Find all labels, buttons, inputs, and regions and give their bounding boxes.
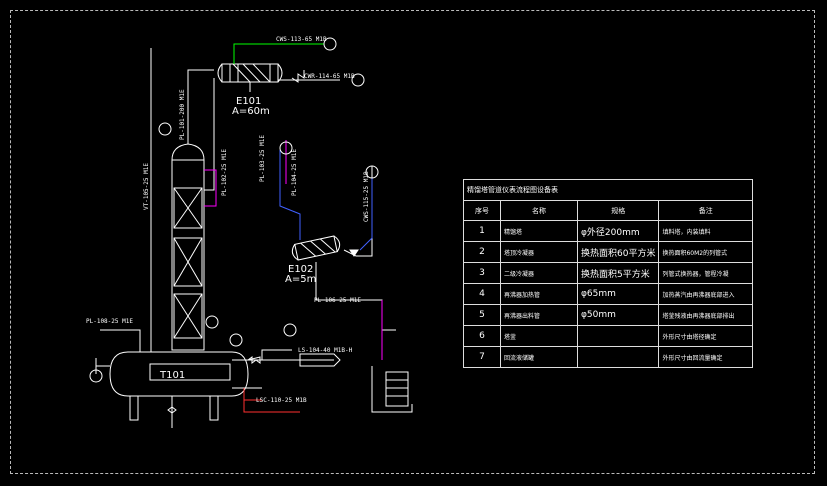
drawing-frame <box>10 10 815 474</box>
table-header-row: 序号 名称 规格 备注 <box>463 200 753 221</box>
row-spec: φ65mm <box>576 283 660 305</box>
line-cws-113: CWS-113-65 M1B <box>276 36 327 43</box>
condenser-e101[interactable] <box>217 63 283 83</box>
line-cws-115: CWS-115-25 M1B <box>363 171 370 222</box>
line-ls-104: LS-104-40 M1B-H <box>298 347 353 354</box>
row-name: 再沸器出料管 <box>500 304 578 326</box>
row-spec: 换热面积5平方米 <box>576 262 660 284</box>
table-row: 7 回流液储罐 外形尺寸由回流量确定 <box>463 346 753 368</box>
row-name: 精馏塔 <box>500 220 578 242</box>
row-name: 二级冷凝器 <box>500 262 578 284</box>
table-title: 精馏塔管道仪表流程图设备表 <box>463 179 753 201</box>
row-note: 换热面积60M2的列管式 <box>658 241 753 263</box>
line-pl-104: PL-104-25 M1E <box>291 149 298 196</box>
row-note: 填料塔，内装填料 <box>658 220 753 242</box>
row-no: 7 <box>463 346 501 368</box>
row-no: 2 <box>463 241 501 263</box>
line-pl-103: PL-103-25 M1E <box>259 135 266 182</box>
row-note: 外形尺寸由塔径确定 <box>658 325 753 347</box>
row-name: 塔釜 <box>500 325 578 347</box>
table-row: 1 精馏塔 φ外径200mm 填料塔，内装填料 <box>463 220 753 242</box>
row-spec: 换热面积60平方米 <box>576 241 660 263</box>
row-spec <box>576 346 660 368</box>
line-pl-108: PL-108-25 M1E <box>86 318 133 325</box>
line-lsc-110: LSC-110-25 M1B <box>256 397 307 404</box>
row-note: 加热蒸汽由再沸器底部进入 <box>658 283 753 305</box>
equipment-table: 精馏塔管道仪表流程图设备表 序号 名称 规格 备注 1 精馏塔 φ外径200mm… <box>463 179 753 368</box>
row-name: 再沸器加热管 <box>500 283 578 305</box>
row-spec: φ50mm <box>576 304 660 326</box>
header-spec: 规格 <box>576 200 660 221</box>
row-note: 塔釜残液由再沸器底部排出 <box>658 304 753 326</box>
line-pl-102: PL-102-25 M1E <box>221 149 228 196</box>
table-row: 4 再沸器加热管 φ65mm 加热蒸汽由再沸器底部进入 <box>463 283 753 305</box>
table-row: 3 二级冷凝器 换热面积5平方米 列管式换热器，管程冷凝 <box>463 262 753 284</box>
table-row: 6 塔釜 外形尺寸由塔径确定 <box>463 325 753 347</box>
row-no: 5 <box>463 304 501 326</box>
line-pl-106: PL-106-25 M1E <box>314 297 361 304</box>
row-no: 3 <box>463 262 501 284</box>
row-no: 4 <box>463 283 501 305</box>
line-vt-105: VT-105-25 M1E <box>143 163 150 210</box>
reboiler-vessel[interactable] <box>95 351 262 421</box>
row-spec: φ外径200mm <box>576 220 660 242</box>
row-note: 列管式换热器，管程冷凝 <box>658 262 753 284</box>
line-pl-top: PL-101-200 M1E <box>179 89 186 140</box>
row-note: 外形尺寸由回流量确定 <box>658 346 753 368</box>
e102-tag: E102 <box>288 264 313 275</box>
line-cwr-114: CWR-114-65 M1B <box>304 73 355 80</box>
row-no: 6 <box>463 325 501 347</box>
row-spec <box>576 325 660 347</box>
header-name: 名称 <box>500 200 578 221</box>
table-row: 5 再沸器出料管 φ50mm 塔釜残液由再沸器底部排出 <box>463 304 753 326</box>
e102-area: A=5m <box>285 274 316 285</box>
header-note: 备注 <box>658 200 753 221</box>
e101-area: A=60m <box>232 106 270 117</box>
header-no: 序号 <box>463 200 501 221</box>
row-name: 回流液储罐 <box>500 346 578 368</box>
distillation-column[interactable] <box>171 143 205 351</box>
row-no: 1 <box>463 220 501 242</box>
row-name: 塔顶冷凝器 <box>500 241 578 263</box>
table-row: 2 塔顶冷凝器 换热面积60平方米 换热面积60M2的列管式 <box>463 241 753 263</box>
e101-tag: E101 <box>236 96 261 107</box>
condenser-e102[interactable] <box>291 235 341 261</box>
t101-tag: T101 <box>159 370 185 381</box>
